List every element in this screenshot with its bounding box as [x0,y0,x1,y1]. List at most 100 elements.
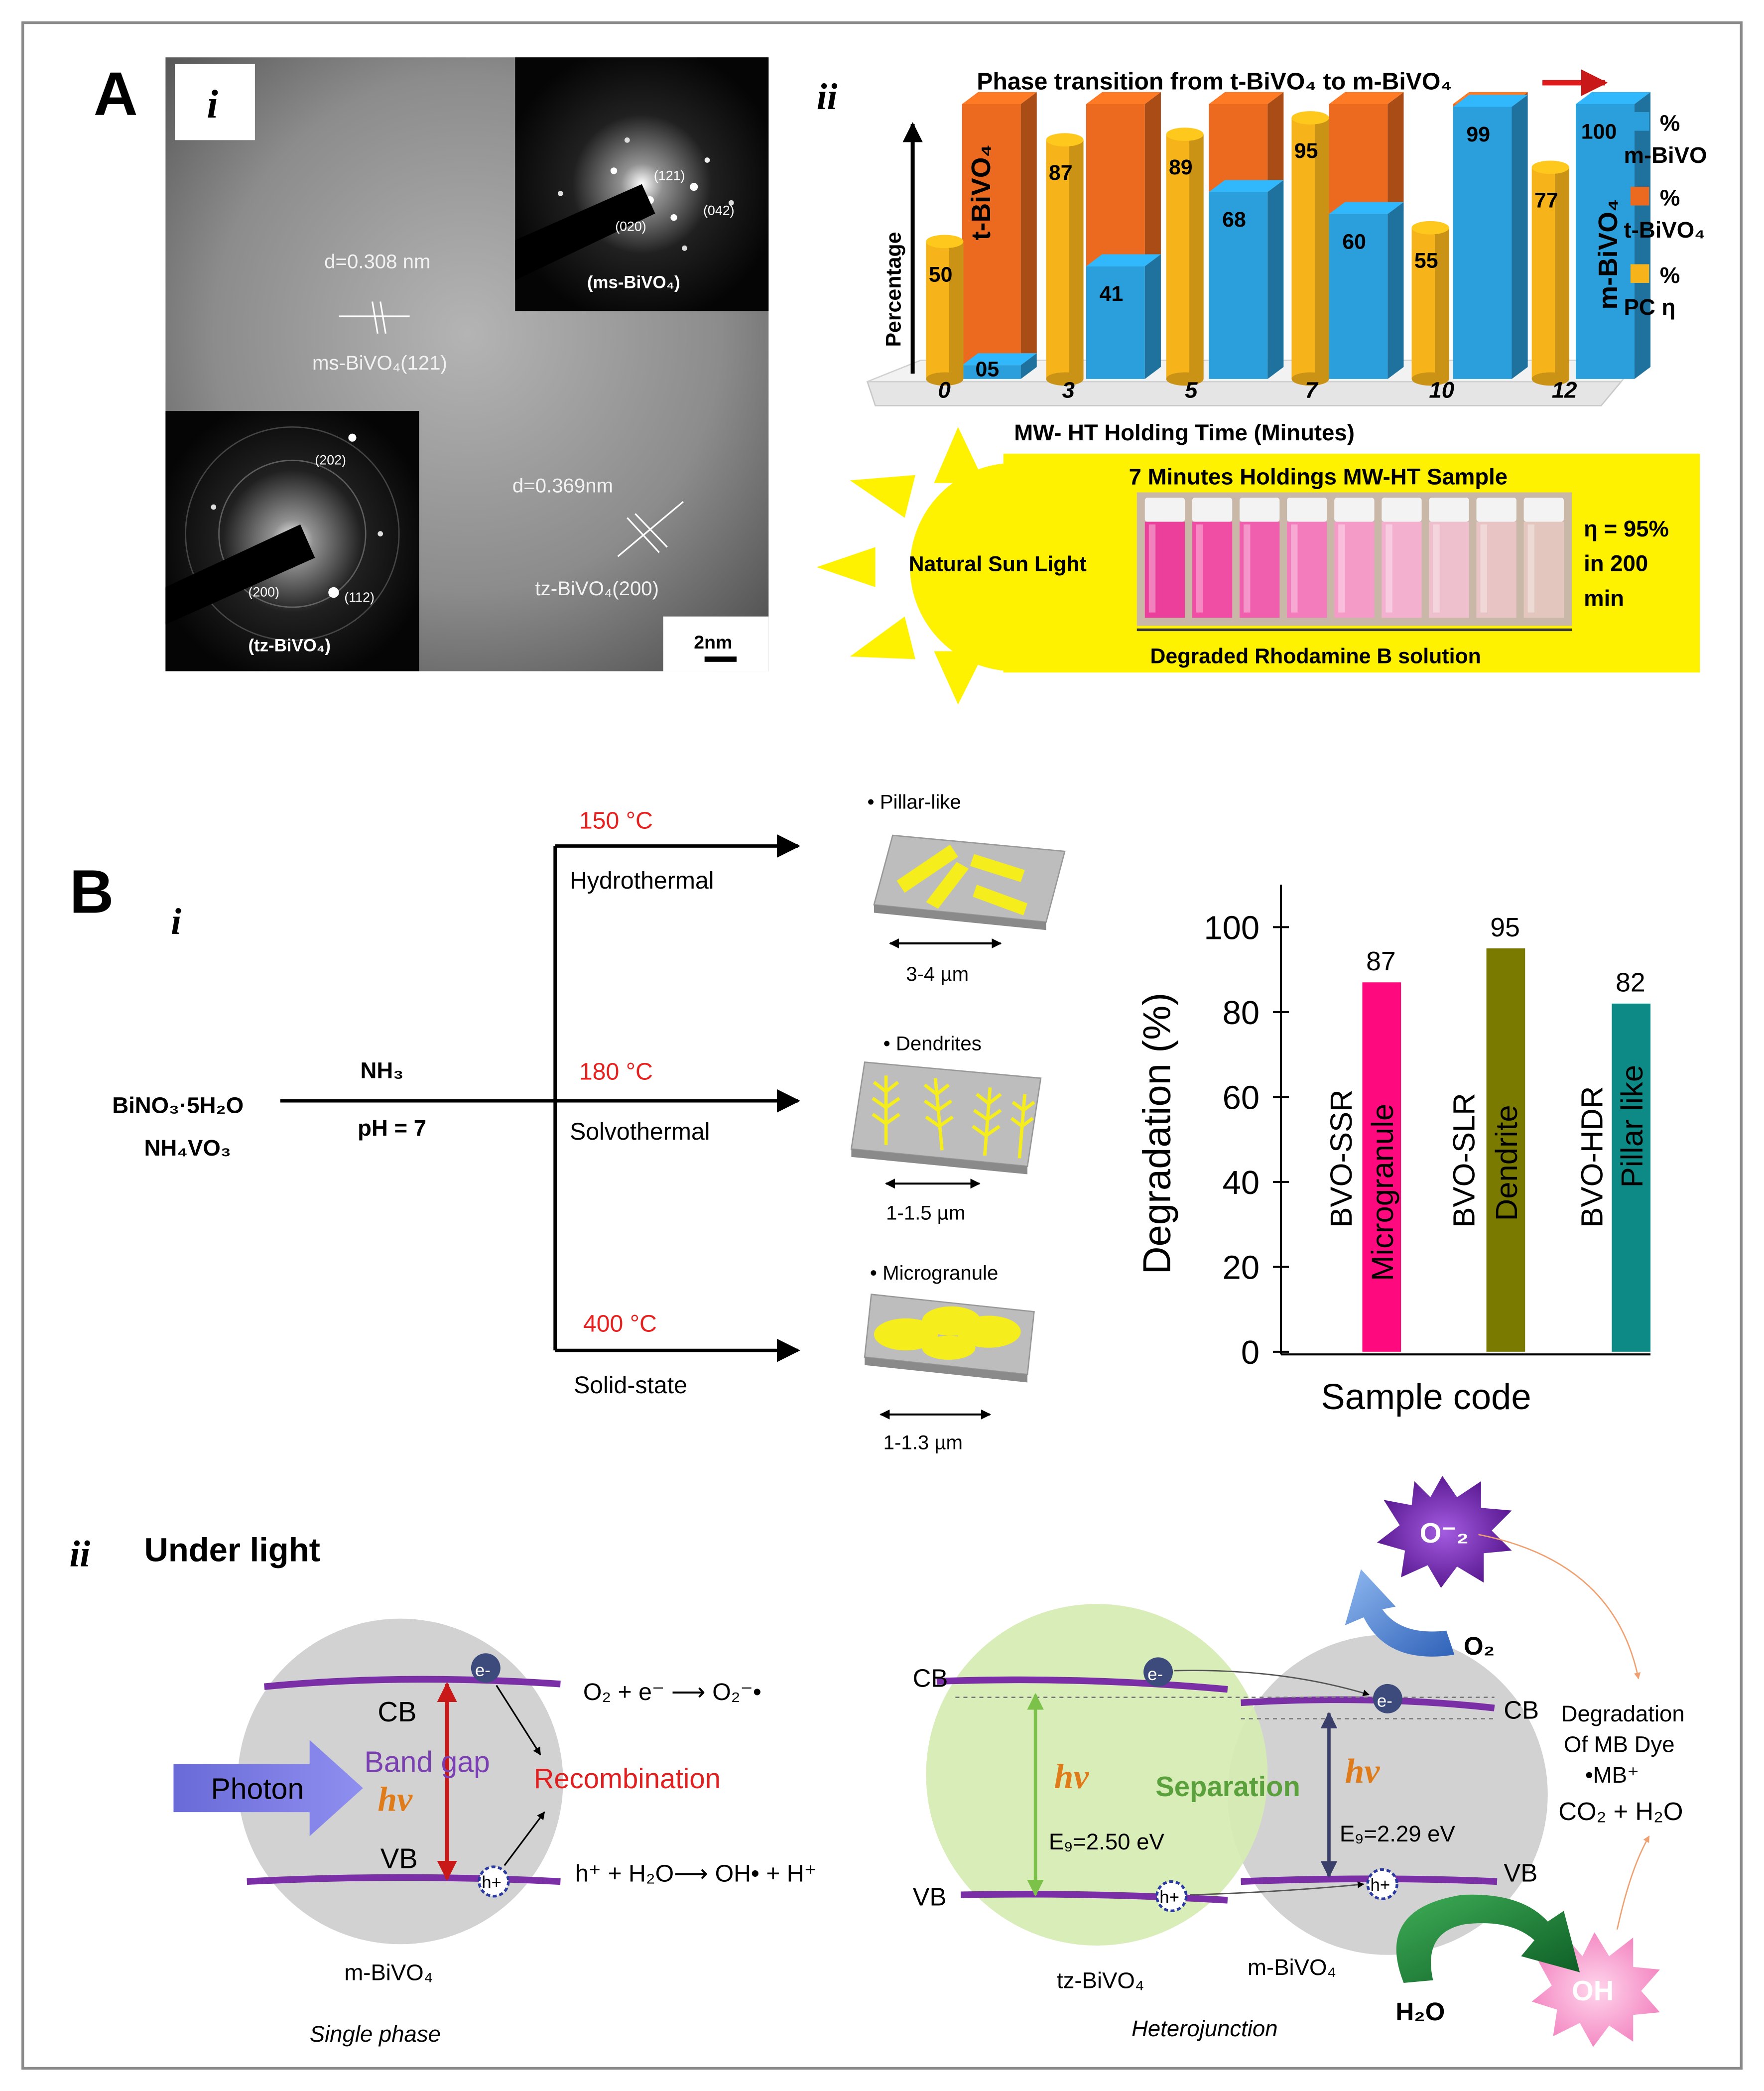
degradation-category-bvo-slr: BVO-SLR [1447,1093,1481,1227]
m-bivo4-sphere-single [238,1618,563,1945]
vial-8 [1476,498,1516,618]
electron-left [1143,1657,1173,1687]
phase-y-axis-label: Percentage [882,232,906,347]
degradation-value-bvo-hdr: 82 [1616,968,1645,998]
morphology-label: • Microgranule [870,1262,998,1284]
efficiency-line-2: in 200 [1584,551,1648,576]
svg-text:PC η: PC η [1624,294,1676,320]
single-phase-diagram: CB VB Band gap hv Photon e- h+ Recombina… [173,1618,817,2047]
route-method: Hydrothermal [570,867,714,894]
phase-legend-item-0: % m-BiVO [1624,111,1707,168]
degradation-bar-label-2: Pillar like [1615,1065,1649,1188]
photon-arrow [173,1740,363,1836]
photon-label: Photon [211,1773,304,1805]
phase-bar-t-3 [1086,92,1161,266]
saed-inset-ms: (121) (020) (042) (ms-BiVO₄) [515,57,769,311]
degradation-ytick-0: 0 [1241,1334,1260,1371]
scale-bar-label: 2nm [694,632,732,653]
cb-label-single: CB [378,1696,416,1727]
reagent-ph: pH = 7 [358,1115,426,1141]
svg-text:%: % [1660,185,1680,211]
reactant-2: NH₄VO₃ [144,1135,231,1161]
recombination-label: Recombination [534,1763,721,1794]
saed-spot-121: (121) [654,168,685,183]
superoxide-star [1377,1475,1512,1588]
hole-left [1155,1880,1188,1913]
cb-label-left: CB [913,1664,948,1692]
superoxide-label: O⁻₂ [1420,1517,1469,1549]
degradation-ytick-80: 80 [1223,994,1260,1032]
hole-label-single: h+ [482,1873,502,1892]
cb-band-single [263,1676,561,1690]
reaction-o2: O₂ + e⁻ ⟶ O₂⁻• [583,1679,761,1705]
morphology-pillar [873,834,1066,949]
tz-bivo4-sphere [926,1604,1268,1946]
material-single: m-BiVO₄ [344,1960,433,1985]
vb-label-single: VB [380,1843,418,1874]
phase-xtick-10: 10 [1429,377,1454,402]
panel-a-label: A [94,59,138,128]
under-light-title: Under light [144,1531,320,1568]
route-temperature: 400 °C [583,1310,657,1337]
svg-text:%: % [1660,262,1680,288]
phase-label-pc-12: 77 [1534,188,1558,212]
phase-label-pc-5: 89 [1169,155,1193,179]
vial-5 [1334,498,1375,618]
phase-annotation-t: t-BiVO₄ [966,144,996,240]
vial-4 [1287,498,1327,618]
phase-bar-m-3 [1086,254,1161,379]
morphology-label: • Dendrites [883,1032,982,1054]
morphology-label: • Pillar-like [868,790,961,813]
phase-xtick-7: 7 [1305,377,1319,402]
reagent-nh3: NH₃ [361,1058,404,1083]
saed-spot-020: (020) [615,219,646,234]
vial-7 [1429,498,1469,618]
material-tz: tz-BiVO₄ [1057,1968,1144,1993]
degradation-value-bvo-slr: 95 [1490,913,1520,942]
degradation-bar-label-1: Dendrite [1490,1105,1524,1221]
phase-label-pc-10: 55 [1414,249,1438,273]
phase-label-m-5: 68 [1222,208,1246,232]
degradation-bar-bvo-slr [1486,948,1525,1352]
degradation-ytick-20: 20 [1223,1249,1260,1286]
tem-image: i (121) (020) (042) (ms-BiVO₄) (202) (2 [165,57,769,671]
route-method: Solvothermal [570,1118,710,1145]
vb-band-single [247,1874,561,1885]
o2-label: O₂ [1464,1632,1495,1660]
plane-lower: tz-BiVO₄(200) [535,577,659,600]
svg-text:%: % [1660,111,1680,136]
morphology-size: 3-4 µm [906,963,969,985]
phase-chart: ii Phase transition from t-BiVO₄ to m-Bi… [817,68,1707,445]
synthesis-scheme: BiNO₃·5H₂O NH₄VO₃ NH₃ pH = 7 150 °CHydro… [112,790,998,1453]
scale-bar [704,656,737,662]
phase-bar-m-5 [1209,180,1284,379]
sunlight-degradation-box: Natural Sun Light 7 Minutes Holdings MW-… [816,427,1700,705]
degradation-bar-bvo-ssr [1362,982,1401,1352]
phase-bar-t-5 [1209,92,1284,192]
phase-bar-pc-12 [1531,160,1569,386]
phase-xtick-5: 5 [1185,377,1198,402]
saed-spot-200: (200) [248,585,279,600]
electron-label-right: e- [1377,1691,1392,1710]
phase-bar-t-7 [1329,92,1404,214]
phase-bar-m-12 [1576,92,1651,379]
morphology-size: 1-1.5 µm [886,1202,965,1224]
d-spacing-lower: d=0.369nm [512,475,613,497]
svg-text:m-BiVO: m-BiVO [1624,142,1707,168]
cb-band-right [1241,1696,1495,1711]
electron-single [471,1653,501,1683]
hv-label-left: hv [1054,1758,1090,1796]
phase-legend-item-2: % PC η [1624,262,1680,320]
degradation-text-4: CO₂ + H₂O [1558,1797,1683,1826]
hole-single [478,1865,510,1898]
phase-bar-m-7 [1329,202,1404,379]
phase-chart-floor [866,381,1623,406]
degradation-bar-bvo-hdr [1612,1003,1651,1352]
scale-bar-box [663,616,769,671]
hole-label-right: h+ [1371,1875,1390,1895]
phase-label-m-10: 99 [1466,123,1490,146]
degradation-ytick-60: 60 [1223,1079,1260,1116]
hole-right [1366,1868,1398,1900]
degradation-text-3: •MB⁺ [1585,1762,1639,1788]
